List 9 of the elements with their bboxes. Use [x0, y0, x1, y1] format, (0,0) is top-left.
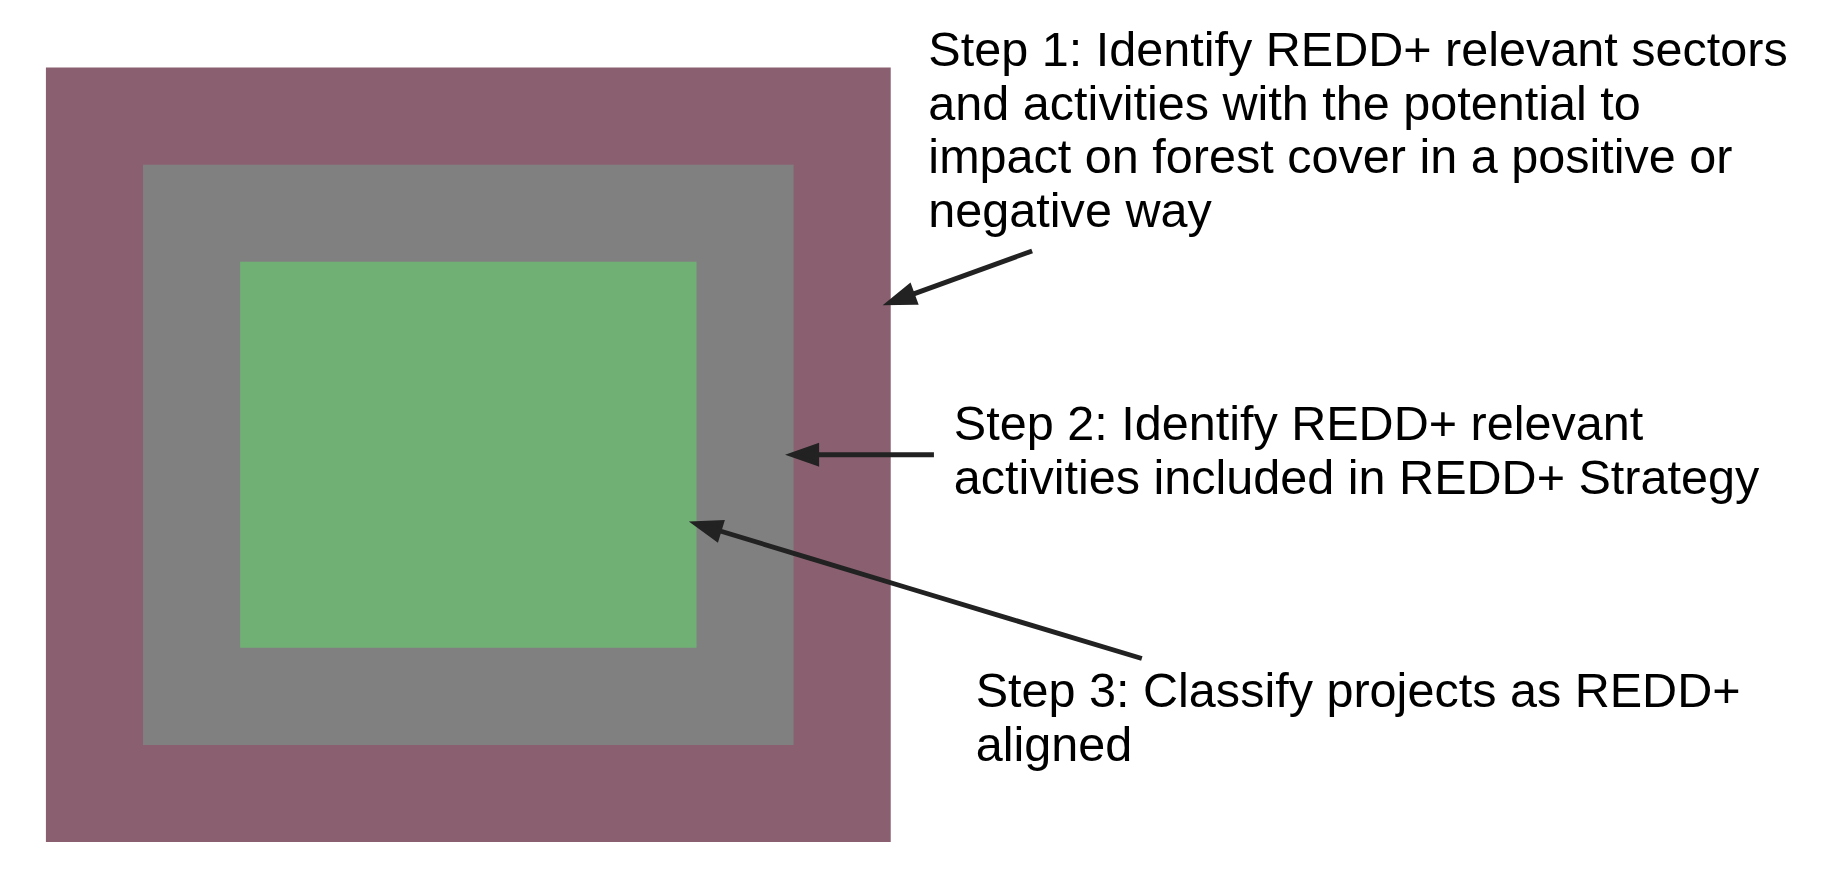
arrow [688, 519, 1143, 661]
cluster [45, 67, 891, 842]
node-text: Step 2: Identify REDD+ relevant activities included in REDD+ Strategy [953, 396, 1759, 504]
arrow [882, 248, 1033, 306]
node-text: Step 1: Identify REDD+ relevant sectors and activities with the potential to impact on forest cover in a positive or negative way [927, 22, 1788, 237]
arrow [784, 442, 934, 467]
node-text: Step 3: Classify projects as REDD+ aligned [975, 663, 1741, 771]
cluster [142, 164, 794, 745]
node-box [239, 261, 696, 648]
